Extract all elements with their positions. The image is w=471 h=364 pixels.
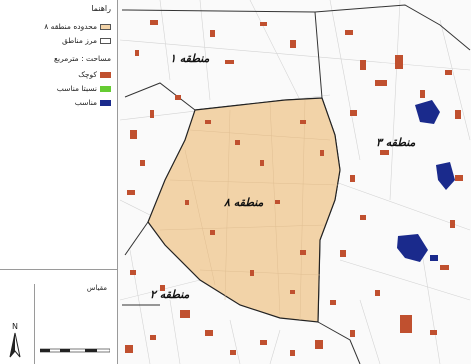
legend-item-suitable: مناسب (75, 98, 111, 107)
legend-item-district-8: محدوده منطقه ۸ (44, 22, 111, 31)
legend-label: محدوده منطقه ۸ (44, 22, 97, 31)
zone-label-8: منطقه ۸ (224, 196, 264, 209)
parcels-suitable (397, 100, 455, 262)
legend-label: نسبتا مناسب (56, 84, 97, 93)
legend-label: مرز مناطق (62, 36, 97, 45)
map-svg (119, 0, 471, 364)
legend-label: مناسب (74, 98, 97, 107)
parcels-small (125, 20, 463, 356)
zone-label-2: منطقه ۲ (150, 288, 190, 301)
legend-item-small: کوچک (78, 70, 111, 79)
district-8-streets (159, 99, 339, 321)
legend-swatch-small (100, 71, 111, 78)
legend-swatch-boundary (100, 37, 111, 44)
scale-title: مقیاس (86, 284, 107, 292)
zone-label-3: منطقه ۳ (376, 136, 416, 149)
street-network (119, 0, 471, 364)
legend-swatch-suitable (100, 99, 111, 106)
legend-item-boundary: مرز مناطق (62, 36, 111, 45)
legend-panel: راهنما محدوده منطقه ۸ مرز مناطق مساحت : … (0, 0, 118, 270)
legend-item-fair: نسبتا مناسب (57, 84, 111, 93)
legend-swatch-fair (100, 85, 111, 92)
north-arrow: N (6, 322, 24, 362)
panel-divider (34, 284, 35, 364)
north-arrow-icon (9, 332, 21, 358)
legend-swatch-district-8 (100, 23, 111, 30)
zone-label-1: منطقه ۱ (170, 52, 210, 65)
scale-panel: مقیاس (0, 270, 118, 364)
legend-area-heading: مساحت : مترمربع (54, 54, 111, 63)
district-8-area (147, 97, 341, 323)
map-canvas: منطقه ۱ منطقه ۳ منطقه ۸ منطقه ۲ (118, 0, 471, 364)
legend-label: کوچک (78, 70, 97, 79)
scale-bar (40, 348, 110, 353)
legend-title: راهنما (91, 4, 111, 13)
north-label: N (12, 322, 18, 331)
